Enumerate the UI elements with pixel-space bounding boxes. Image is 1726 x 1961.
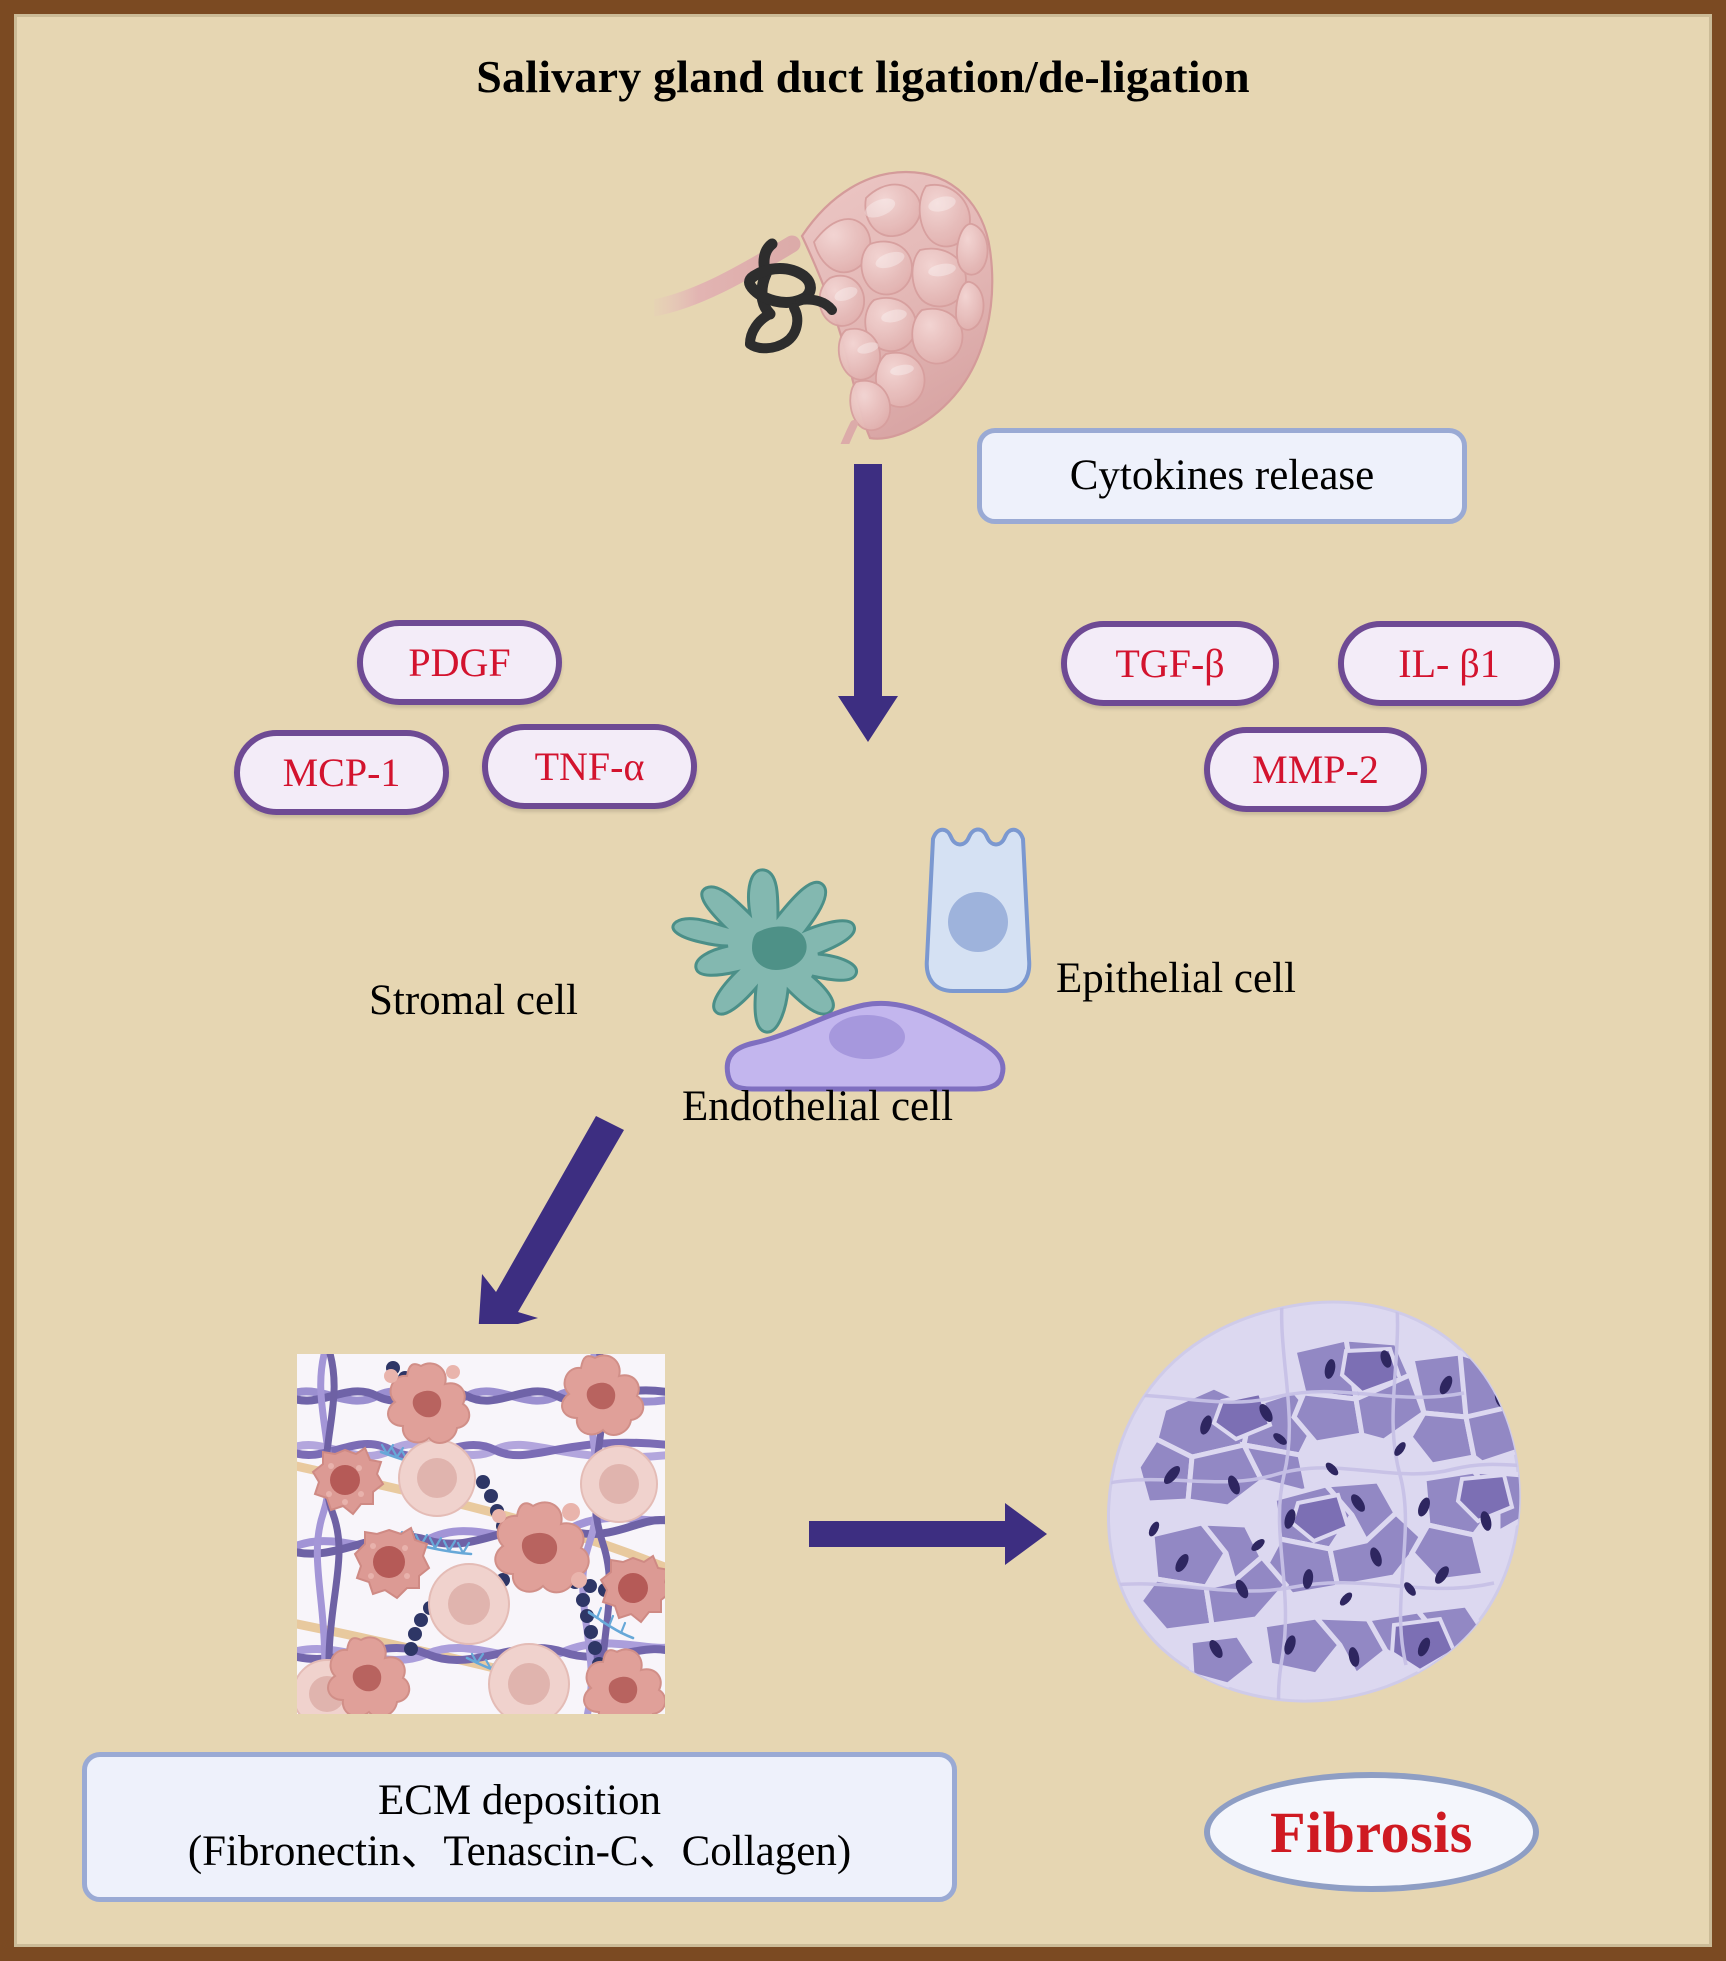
ecm-matrix-panel <box>297 1354 665 1714</box>
cytokines-release-box: Cytokines release <box>977 428 1467 524</box>
arrow-diagonal-to-ecm <box>478 1116 624 1324</box>
cytokine-pill-mmp2-label: MMP-2 <box>1252 747 1379 792</box>
epithelial-cell-label: Epithelial cell <box>1056 955 1296 1002</box>
cytokine-pill-pdgf-label: PDGF <box>408 640 511 685</box>
fibrosis-label: Fibrosis <box>1270 1799 1473 1865</box>
ecm-matrix-illustration <box>297 1354 665 1714</box>
fibrosis-badge: Fibrosis <box>1204 1772 1539 1892</box>
cytokine-pill-tnfa[interactable]: TNF-α <box>482 724 697 809</box>
stromal-cell-illustration <box>671 868 858 1034</box>
cytokine-pill-mcp1-label: MCP-1 <box>282 750 401 795</box>
endothelial-cell-illustration <box>724 1000 1006 1092</box>
epithelial-cell-illustration <box>924 827 1032 993</box>
cytokine-pill-tnfa-label: TNF-α <box>534 744 645 789</box>
cytokine-pill-il-b1-label: IL- β1 <box>1398 641 1500 686</box>
cytokine-pill-tgfb[interactable]: TGF-β <box>1061 621 1279 706</box>
cytokine-pill-mmp2[interactable]: MMP-2 <box>1204 727 1427 812</box>
cytokines-release-label: Cytokines release <box>1069 451 1375 499</box>
cytokine-pill-tgfb-label: TGF-β <box>1115 641 1225 686</box>
figure-title: Salivary gland duct ligation/de-ligation <box>476 51 1250 102</box>
cytokine-pill-il-b1[interactable]: IL- β1 <box>1338 621 1560 706</box>
ecm-deposition-line1: ECM deposition <box>377 1777 662 1825</box>
fibrotic-gland-illustration <box>1107 1300 1521 1703</box>
stromal-cell-label: Stromal cell <box>369 977 578 1024</box>
salivary-gland-illustration <box>654 170 994 444</box>
arrow-right-to-fibrosis <box>809 1503 1047 1565</box>
endothelial-cell-label: Endothelial cell <box>682 1083 954 1130</box>
cytokine-pill-pdgf[interactable]: PDGF <box>357 620 562 705</box>
arrow-down-main <box>838 464 898 742</box>
cytokine-pill-mcp1[interactable]: MCP-1 <box>234 730 449 815</box>
figure-inner-border <box>14 14 1712 1947</box>
ecm-deposition-line2: (Fibronectin、Tenascin-C、Collagen) <box>187 1828 852 1875</box>
ecm-deposition-box: ECM deposition (Fibronectin、Tenascin-C、C… <box>82 1752 957 1902</box>
